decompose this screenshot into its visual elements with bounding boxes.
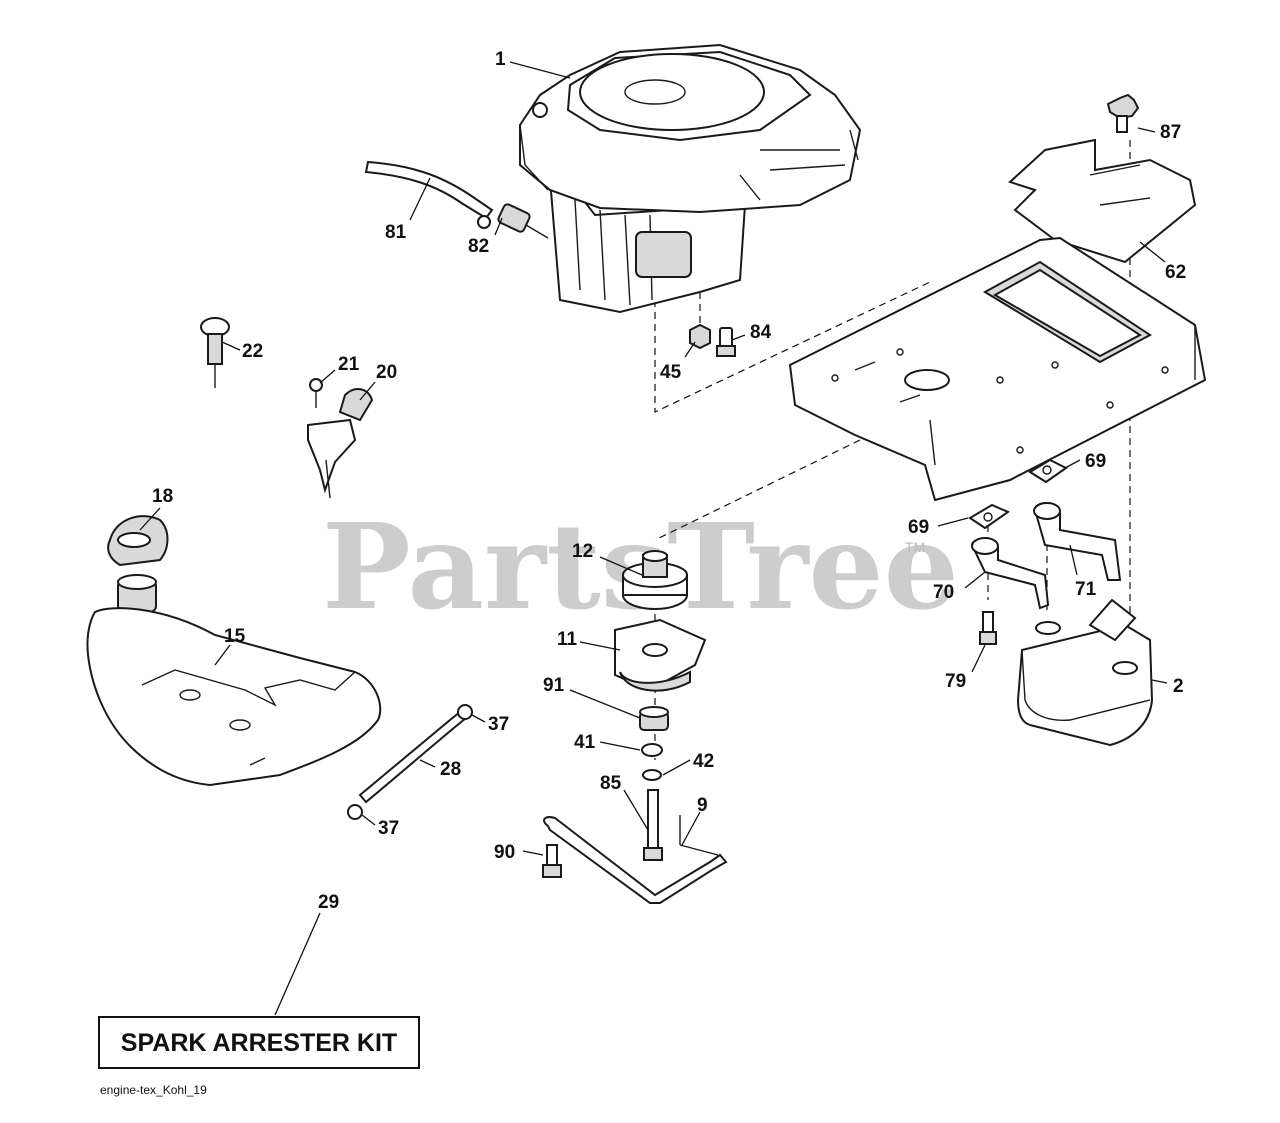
- callout-70: 70: [933, 582, 954, 603]
- knob-part: [1106, 93, 1140, 133]
- fuel-filter-part: [477, 203, 549, 239]
- fuel-cap-part: [107, 515, 169, 567]
- gasket-part: [968, 458, 1068, 530]
- muffler-part: [1016, 598, 1154, 747]
- bracket-part: [543, 815, 728, 904]
- watermark-tm: TM: [905, 539, 925, 555]
- plate-part: [1008, 138, 1197, 264]
- callout-42: 42: [693, 751, 714, 772]
- callout-69-left: 69: [908, 517, 929, 538]
- callout-1: 1: [495, 49, 506, 70]
- choke-part: [307, 378, 374, 499]
- callout-91: 91: [543, 675, 565, 696]
- callout-79: 79: [945, 671, 966, 692]
- callout-29: 29: [318, 892, 339, 913]
- callout-71: 71: [1075, 579, 1097, 600]
- callout-82: 82: [468, 236, 489, 257]
- callout-11: 11: [557, 629, 578, 650]
- center-bolt-part: [643, 789, 663, 861]
- callouts: 1 81 82 84 45 87 62 22 21 20 18 15 12 11…: [152, 49, 1186, 913]
- callout-15: 15: [224, 626, 246, 647]
- pulley-part: [622, 550, 688, 610]
- exhaust-pipe-70-part: [970, 537, 1050, 610]
- callout-22: 22: [242, 341, 263, 362]
- lock-washer-part: [642, 769, 662, 781]
- engine-part: [519, 43, 862, 314]
- callout-81: 81: [385, 222, 407, 243]
- bolt-part: [716, 327, 736, 357]
- washer-part: [641, 743, 663, 757]
- callout-37-bottom: 37: [378, 818, 399, 839]
- callout-45: 45: [660, 362, 682, 383]
- spacer-part: [639, 706, 669, 731]
- leader-lines: [139, 61, 1168, 1016]
- callout-62: 62: [1165, 262, 1186, 283]
- exhaust-pipe-71-part: [1033, 502, 1122, 581]
- diagram-file-name: engine-tex_Kohl_19: [100, 1083, 207, 1097]
- frame-part: [788, 236, 1207, 502]
- callout-12: 12: [572, 541, 593, 562]
- bolt-79-part: [979, 611, 997, 645]
- fuel-line-part: [347, 704, 473, 820]
- callout-41: 41: [574, 732, 596, 753]
- spark-arrester-kit-label: SPARK ARRESTER KIT: [121, 1029, 397, 1057]
- callout-28: 28: [440, 759, 461, 780]
- callout-87: 87: [1160, 122, 1181, 143]
- fuel-hose-part: [364, 160, 494, 220]
- callout-84: 84: [750, 322, 772, 343]
- bolt-90-part: [542, 844, 562, 878]
- callout-69-right: 69: [1085, 451, 1106, 472]
- callout-85: 85: [600, 773, 622, 794]
- callout-20: 20: [376, 362, 397, 383]
- callout-9: 9: [697, 795, 708, 816]
- callout-37-top: 37: [488, 714, 509, 735]
- pto-clutch-part: [614, 618, 707, 692]
- fuel-tank-part: [86, 574, 382, 787]
- callout-2: 2: [1173, 676, 1184, 697]
- spark-arrester-kit: SPARK ARRESTER KIT: [98, 1016, 420, 1069]
- callout-21: 21: [338, 354, 360, 375]
- callout-18: 18: [152, 486, 173, 507]
- plunger-part: [200, 317, 230, 388]
- callout-90: 90: [494, 842, 515, 863]
